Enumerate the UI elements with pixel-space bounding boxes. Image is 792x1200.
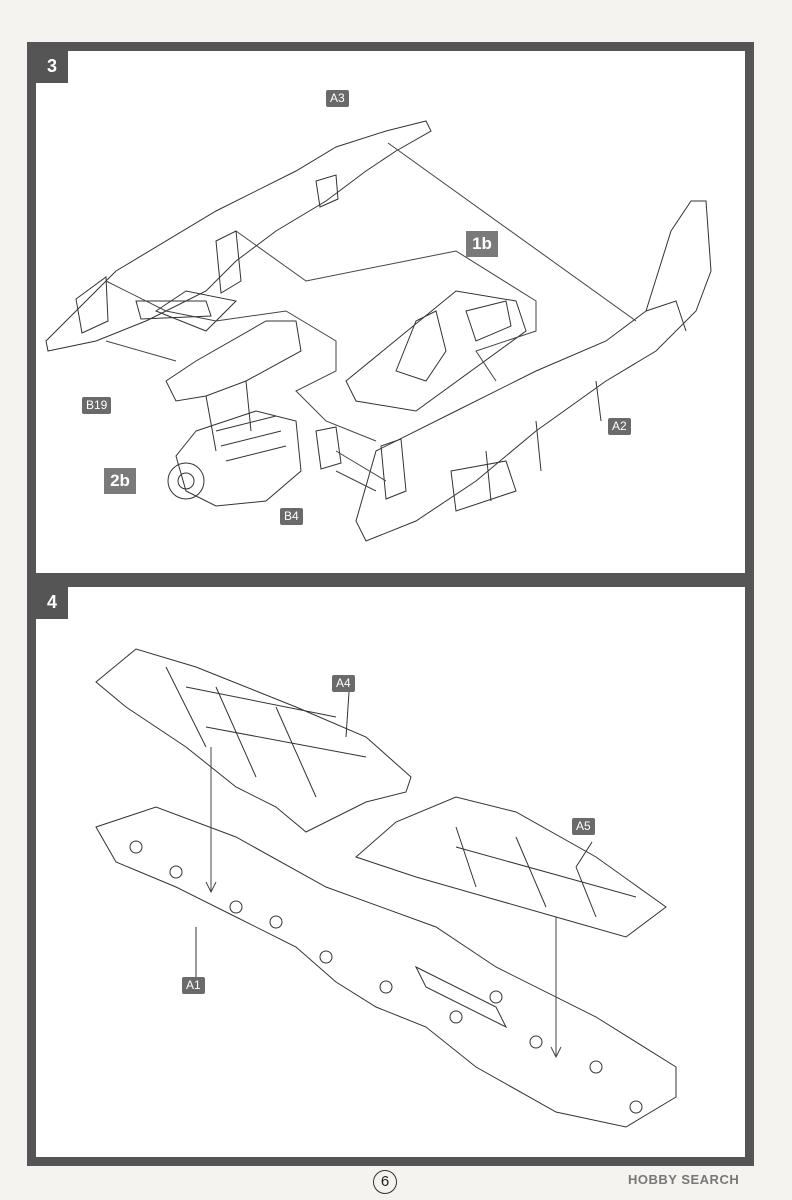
page-number: 6 <box>373 1170 397 1194</box>
fuselage-half-a2 <box>355 200 712 542</box>
step-3-number: 3 <box>36 51 68 83</box>
cockpit-1b <box>345 290 527 412</box>
part-label-a2: A2 <box>608 418 631 435</box>
fuselage-assembly-drawing <box>45 120 712 542</box>
subassembly-2b-label: 2b <box>104 468 136 494</box>
step-3-panel: 3 <box>27 42 754 582</box>
part-label-b4: B4 <box>280 508 303 525</box>
wing-assembly-drawing <box>95 648 677 1128</box>
part-label-a4: A4 <box>332 675 355 692</box>
part-label-a1: A1 <box>182 977 205 994</box>
part-label-a5: A5 <box>572 818 595 835</box>
step-4-number: 4 <box>36 587 68 619</box>
wing-a1 <box>95 806 677 1128</box>
engine-block <box>175 410 302 507</box>
fuselage-half-a3 <box>45 120 432 352</box>
part-label-b19: B19 <box>82 397 112 414</box>
wing-a5 <box>355 796 667 938</box>
part-b4 <box>315 426 342 470</box>
engine-bearer <box>165 320 302 402</box>
subassembly-1b-label: 1b <box>466 231 498 257</box>
part-label-a3: A3 <box>326 90 349 107</box>
wing-a4 <box>95 648 412 833</box>
watermark-text: HOBBY SEARCH <box>628 1172 740 1187</box>
step-4-panel: 4 <box>27 578 754 1166</box>
